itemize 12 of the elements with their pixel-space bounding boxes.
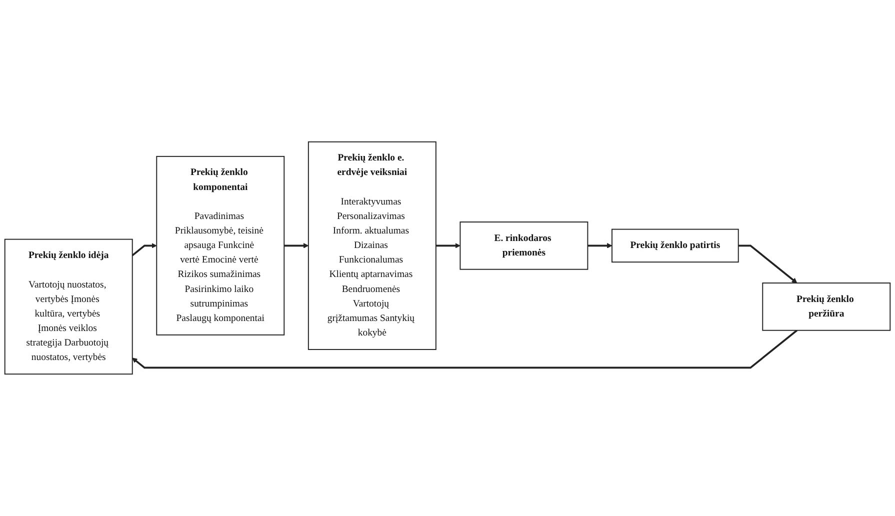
arrow xyxy=(738,244,798,284)
arrow xyxy=(132,243,157,256)
node-box: Prekių ženklo peržiūra xyxy=(762,282,891,331)
node-box: E. rinkodaros priemonės xyxy=(460,222,588,270)
arrow xyxy=(588,243,612,248)
arrow xyxy=(436,243,460,248)
node-box: Prekių ženklo patirtis xyxy=(612,228,739,263)
arrow xyxy=(132,330,798,369)
arrow xyxy=(284,243,309,248)
node-box: Prekių ženklo komponentai Pavadinimas Priklausomybė, teisinė apsauga Funkcinė vertė Emocinė vertė Rizikos sumažinimas Pasirinkimo laiko sutrumpinimas Paslaugų komponentai xyxy=(156,156,285,336)
node-box: Prekių ženklo idėja Vartotojų nuostatos, vertybės Įmonės kultūra, vertybės Įmonės veiklos strategija Darbuotojų nuostatos, vertybės xyxy=(4,238,133,375)
node-box: Prekių ženklo e. erdvėje veiksniai Interaktyvumas Personalizavimas Inform. aktualumas Dizainas Funkcionalumas Klientų aptarnavimas Bendruomenės Vartotojų grįžtamumas Santykių kokybė xyxy=(308,141,436,350)
